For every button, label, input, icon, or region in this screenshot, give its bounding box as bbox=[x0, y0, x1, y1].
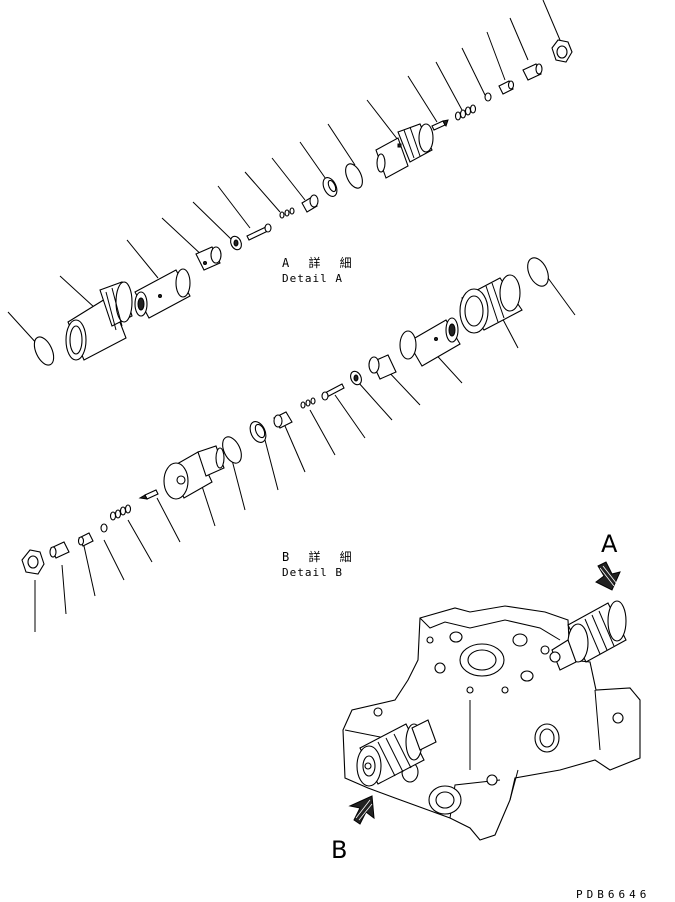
detail-a-label-jp: A 詳 細 bbox=[282, 256, 358, 270]
spool-b bbox=[399, 317, 461, 367]
adjuster-a bbox=[498, 80, 515, 95]
seat-a bbox=[195, 246, 222, 271]
small-spring-a bbox=[279, 207, 295, 219]
backup-ring-a bbox=[322, 177, 338, 197]
large-o-ring-b bbox=[527, 257, 549, 287]
small-o-ring-b bbox=[100, 523, 108, 533]
spring-a bbox=[454, 104, 477, 121]
view-arrow-a bbox=[595, 561, 621, 591]
housing-a bbox=[65, 281, 133, 361]
seat-b bbox=[368, 354, 397, 380]
backup-ring-b bbox=[249, 421, 267, 443]
detail-b-label-en: Detail B bbox=[282, 566, 343, 579]
installed-valve-b bbox=[356, 719, 437, 787]
housing-b bbox=[459, 274, 523, 334]
view-callout-a: A bbox=[601, 530, 618, 558]
hex-nut-a bbox=[551, 39, 573, 63]
plug-b bbox=[49, 541, 70, 559]
small-spring-b bbox=[300, 397, 316, 409]
pin-a bbox=[246, 223, 272, 241]
detail-a-label-en: Detail A bbox=[282, 272, 343, 285]
spring-b bbox=[109, 504, 132, 521]
detail-a-leader-lines bbox=[7, 0, 561, 346]
plug-a bbox=[522, 63, 543, 81]
detail-b-assembly bbox=[21, 257, 576, 632]
poppet-a bbox=[431, 119, 449, 131]
o-ring-a bbox=[345, 163, 363, 189]
poppet-b bbox=[138, 489, 159, 500]
spool-a bbox=[134, 268, 191, 319]
o-ring-b bbox=[222, 436, 242, 464]
washer-a bbox=[230, 235, 242, 251]
view-arrow-b bbox=[348, 795, 375, 825]
installed-valve-a bbox=[549, 600, 627, 671]
hex-nut-b bbox=[21, 549, 45, 575]
sleeve-body-b bbox=[163, 445, 225, 500]
piston-b bbox=[273, 411, 293, 429]
drawing-code: PDB6646 bbox=[576, 888, 651, 901]
adjuster-b bbox=[77, 532, 94, 547]
washer-b bbox=[350, 370, 362, 386]
view-callout-b: B bbox=[331, 836, 348, 864]
piston-a bbox=[301, 194, 319, 213]
large-o-ring-a bbox=[33, 336, 55, 366]
small-o-ring-a bbox=[484, 92, 492, 102]
detail-a-assembly bbox=[7, 0, 573, 366]
sleeve-body-a bbox=[375, 123, 434, 179]
detail-b-label-jp: B 詳 細 bbox=[282, 550, 358, 564]
pin-b bbox=[321, 383, 345, 401]
